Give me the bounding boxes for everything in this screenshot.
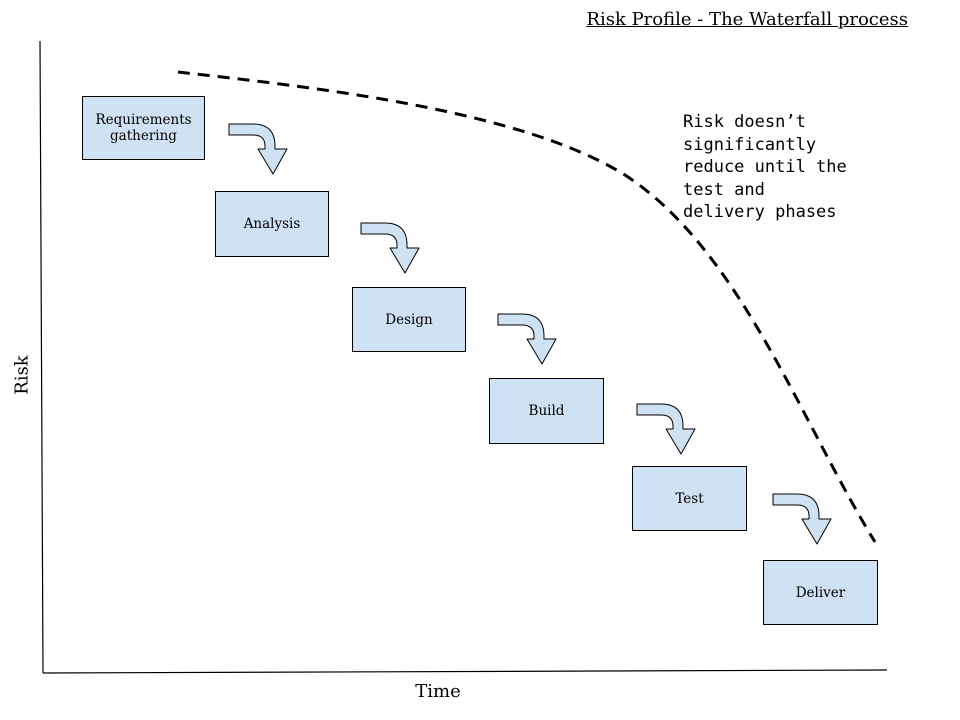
flow-arrows [228,123,832,545]
flow-arrow-build-to-test [636,403,696,455]
y-axis-line [39,40,44,674]
phase-box-test: Test [632,466,747,531]
phase-box-analysis: Analysis [215,191,329,257]
flow-arrow-design-to-build [497,313,557,365]
phase-box-design: Design [352,287,466,352]
flow-arrow-analysis-to-design [360,222,420,274]
y-axis-label: Risk [11,355,33,395]
risk-annotation: Risk doesn’t significantly reduce until … [683,112,847,222]
phase-box-requirements: Requirements gathering [82,96,205,160]
risk-curve [177,70,877,543]
x-axis-label: Time [415,681,461,702]
flow-arrow-test-to-deliver [772,493,832,545]
phase-box-deliver: Deliver [763,560,878,625]
phase-box-build: Build [489,378,604,444]
diagram-title: Risk Profile - The Waterfall process [586,9,908,30]
flow-arrow-req-to-analysis [228,123,288,175]
x-axis-line [42,669,888,674]
